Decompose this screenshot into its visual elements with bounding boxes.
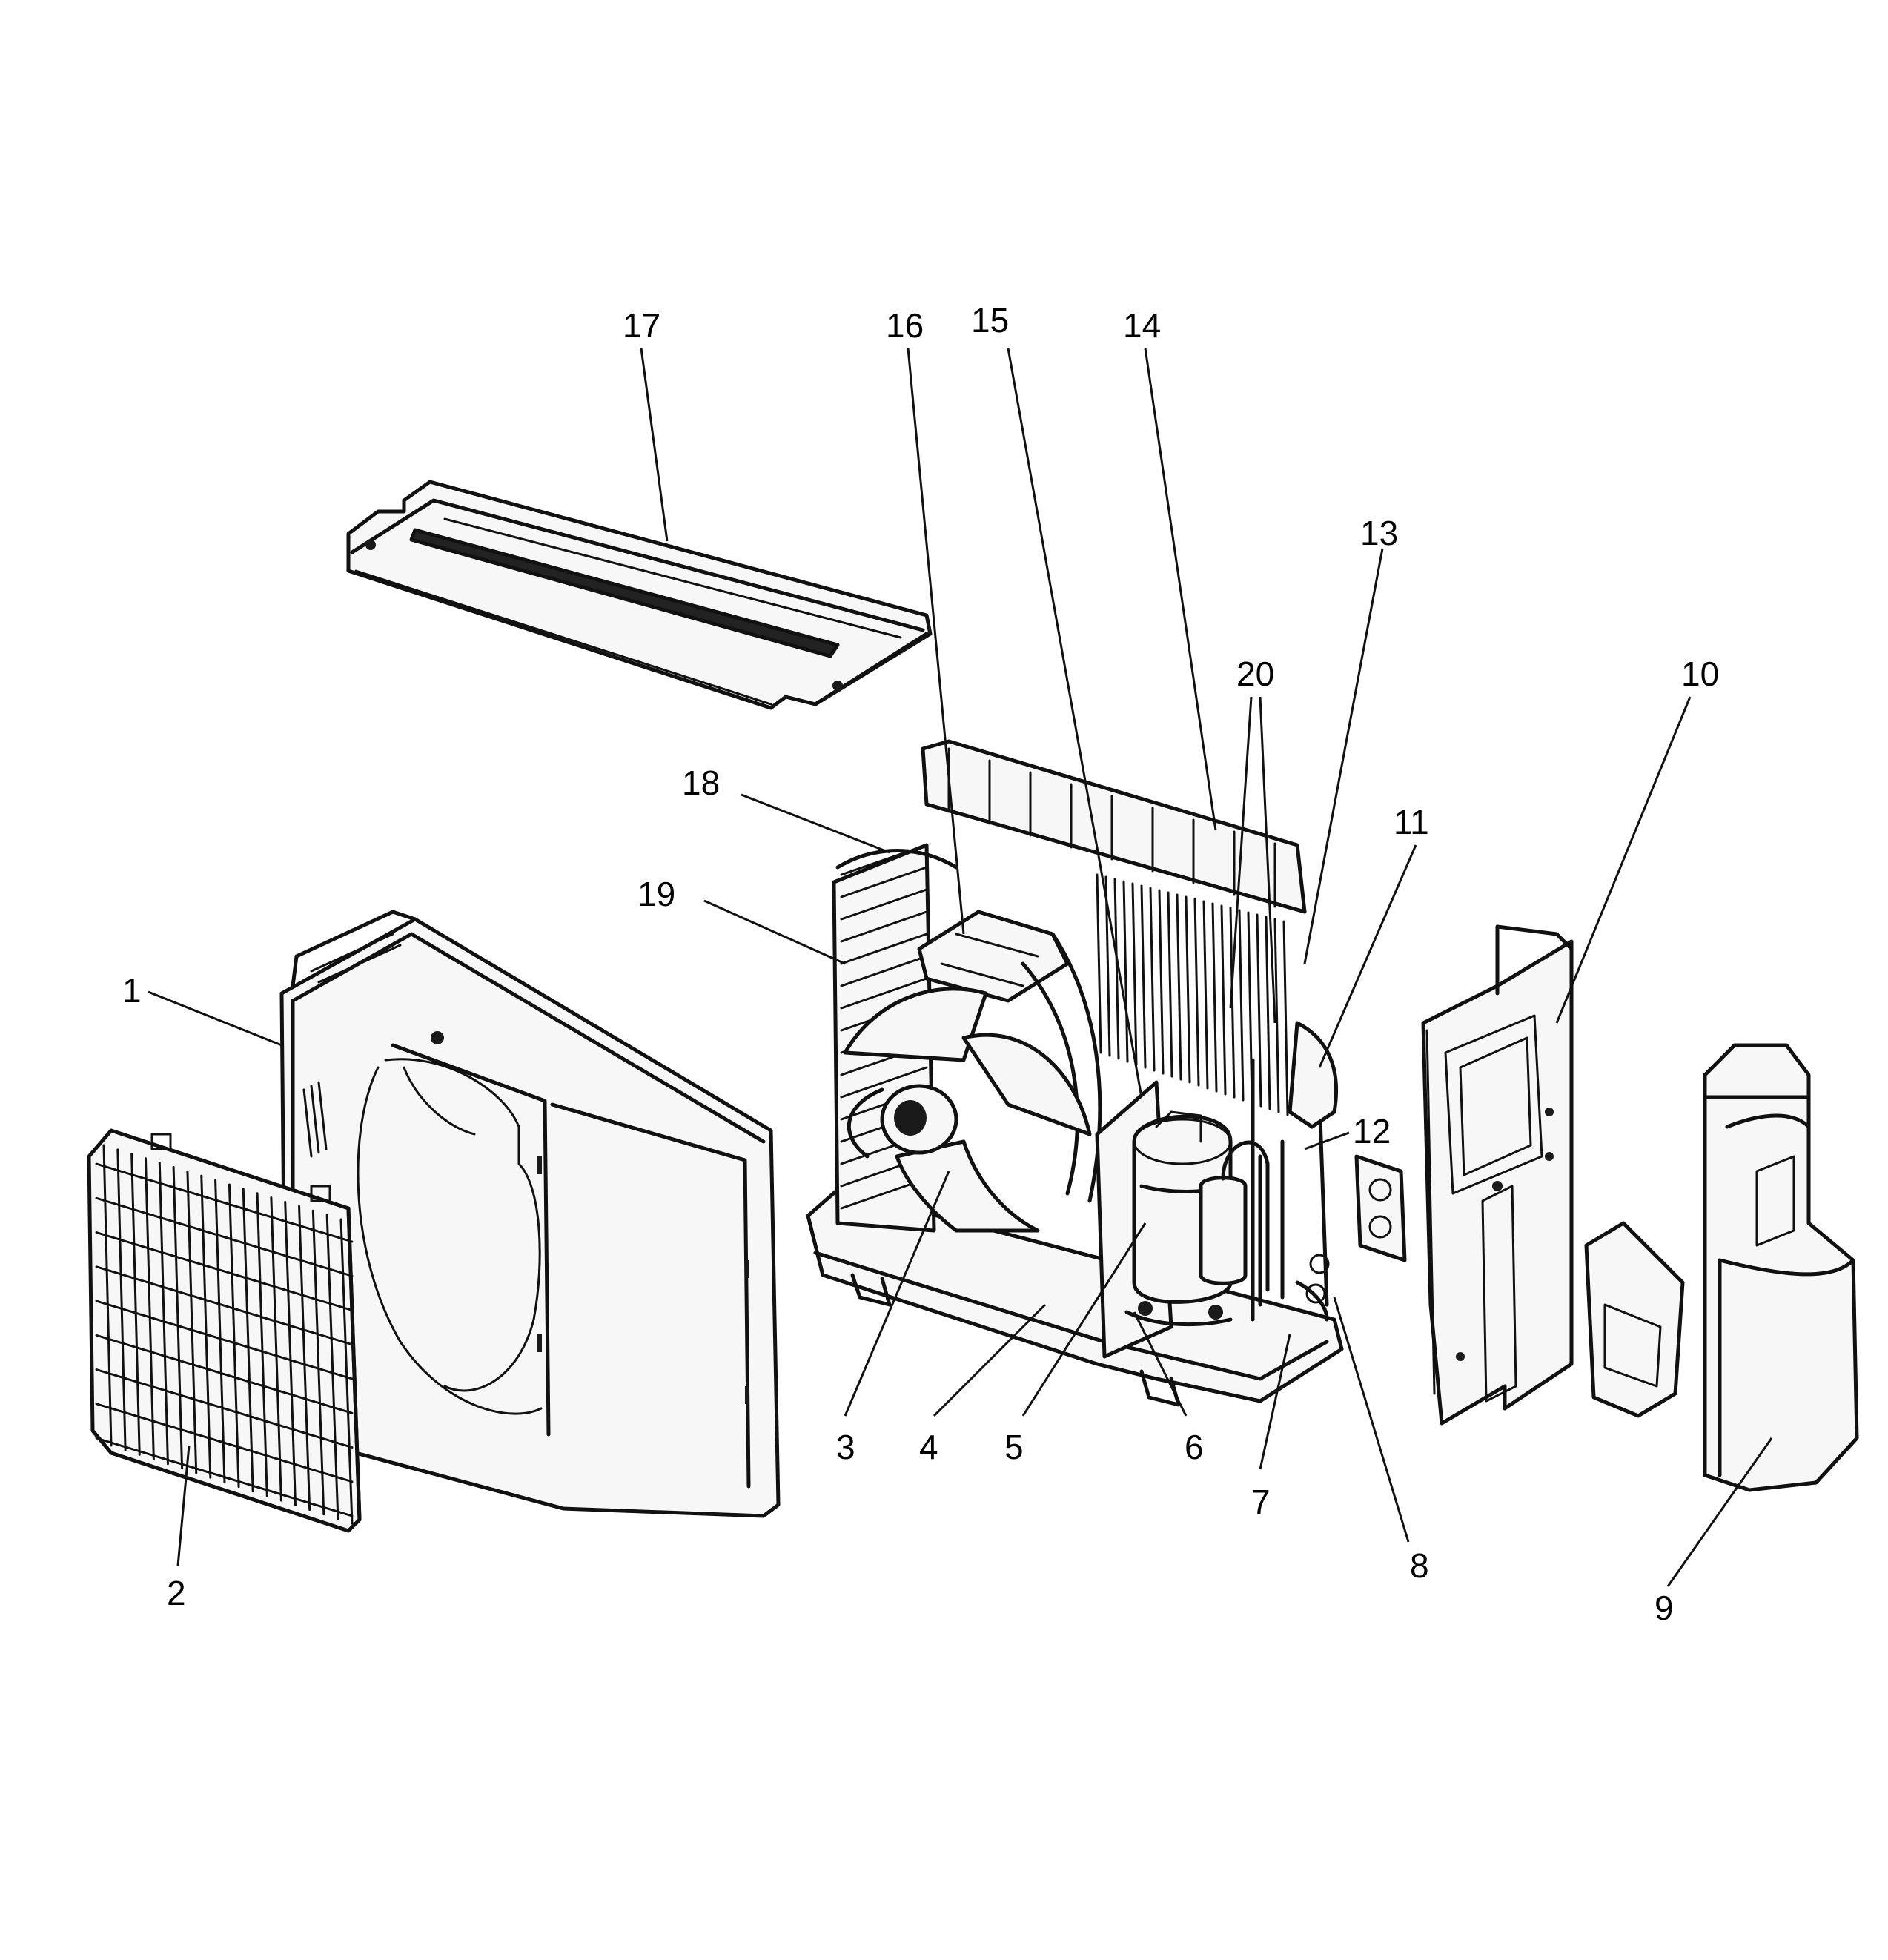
callout-9: 9 (1655, 1589, 1674, 1627)
callout-11: 11 (1394, 803, 1429, 841)
callout-10: 10 (1681, 655, 1719, 693)
service-valve-cover (1703, 1043, 1859, 1492)
callout-13: 13 (1360, 514, 1398, 552)
callout-2: 2 (167, 1574, 186, 1612)
callout-3: 3 (836, 1428, 855, 1466)
callout-1: 1 (122, 971, 142, 1010)
callout-5: 5 (1004, 1428, 1024, 1466)
callout-4: 4 (919, 1428, 938, 1466)
callout-19: 19 (637, 875, 675, 913)
callout-16: 16 (886, 306, 924, 345)
top-panel (346, 480, 933, 710)
fan-grille (87, 1128, 362, 1533)
callout-7: 7 (1251, 1483, 1271, 1521)
callout-18: 18 (682, 764, 720, 802)
callout-20: 20 (1236, 655, 1274, 693)
callout-12: 12 (1353, 1112, 1391, 1150)
front-cabinet (279, 910, 781, 1518)
callout-14: 14 (1123, 306, 1161, 345)
right-side-panel (1421, 924, 1574, 1426)
callout-17: 17 (623, 306, 660, 345)
electrical-box-cover (1584, 1221, 1685, 1418)
callout-15: 15 (971, 301, 1009, 340)
chassis-assembly (806, 739, 1344, 1407)
callout-6: 6 (1185, 1428, 1204, 1466)
valve-cover-plate (1354, 1154, 1407, 1262)
callout-8: 8 (1410, 1546, 1429, 1585)
part-callouts: 1 2 3 4 5 6 7 8 9 10 11 12 13 14 15 16 1… (122, 301, 1719, 1627)
leader-lines (148, 348, 1773, 1587)
